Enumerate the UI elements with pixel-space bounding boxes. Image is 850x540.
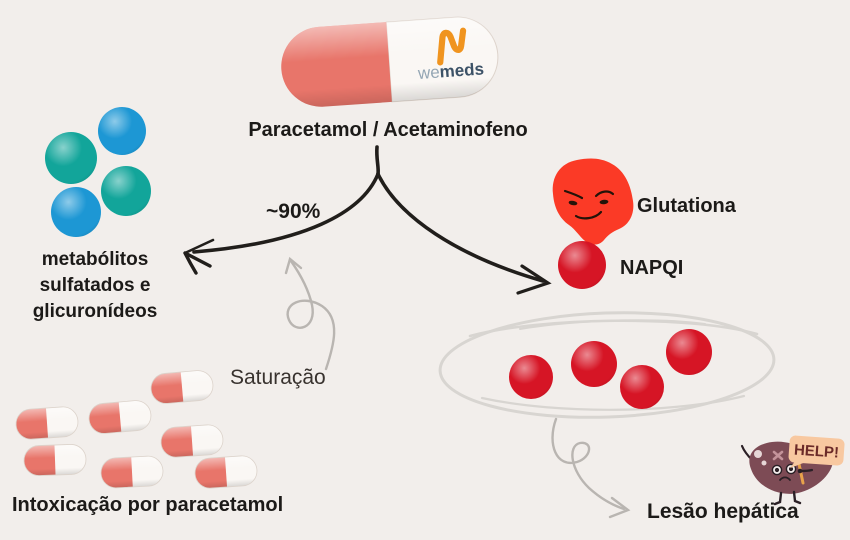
pill-5 bbox=[23, 444, 87, 476]
arrow-left-branch bbox=[192, 172, 380, 254]
blob-angry-face bbox=[563, 189, 615, 220]
spiral-curve bbox=[286, 259, 336, 371]
napqi-label: NAPQI bbox=[620, 257, 684, 279]
arrow-stem bbox=[374, 145, 381, 176]
arrow-left-head bbox=[183, 238, 215, 255]
spiral-arrowhead bbox=[284, 256, 303, 275]
liver-sad-mouth bbox=[779, 476, 791, 481]
red-sphere-2-shine bbox=[571, 341, 617, 387]
napqi-ball-shine bbox=[558, 241, 606, 289]
pill-2 bbox=[15, 406, 79, 440]
pill-3 bbox=[88, 400, 152, 434]
pill-6 bbox=[100, 455, 164, 489]
napqi-sphere bbox=[558, 241, 606, 289]
liver-x-scar bbox=[772, 450, 784, 461]
glutathione-label: Glutationa bbox=[637, 195, 736, 217]
blob-right-brow bbox=[594, 190, 615, 198]
arrow-right-branch bbox=[376, 172, 545, 283]
liver-legs bbox=[773, 490, 802, 506]
liver-injury-curly-arrow bbox=[551, 417, 631, 519]
help-sign-text: HELP! bbox=[793, 441, 839, 461]
arrow-right-head bbox=[516, 264, 552, 295]
blob-right-eye bbox=[599, 199, 609, 205]
liver-injury-label: Lesão hepática bbox=[647, 500, 799, 523]
liver-right-arm bbox=[799, 468, 814, 473]
napqi-accumulation-ellipse bbox=[438, 311, 776, 419]
accumulated-napqi-spheres bbox=[509, 329, 712, 409]
pill-1 bbox=[150, 370, 214, 404]
curly-arrowhead bbox=[608, 496, 631, 519]
ellipse-top-stroke-2 bbox=[519, 319, 706, 330]
ellipse-bottom-stroke bbox=[480, 394, 746, 411]
red-sphere-1-shine bbox=[509, 355, 553, 399]
metabolites-line-1: metabólitos bbox=[41, 249, 149, 270]
red-sphere-3-shine bbox=[620, 365, 664, 409]
blob-left-brow bbox=[563, 189, 584, 200]
help-sign: HELP! bbox=[788, 435, 845, 469]
intoxication-label: Intoxicação por paracetamol bbox=[12, 494, 284, 516]
liver-spot bbox=[754, 450, 762, 458]
blob-body bbox=[552, 158, 634, 245]
red-sphere-4-shine bbox=[666, 329, 712, 375]
teal-sphere-2-shine bbox=[101, 166, 151, 216]
pill-7 bbox=[194, 455, 258, 489]
blue-sphere-shine bbox=[98, 107, 146, 155]
wemeds-logo-text: wemeds bbox=[416, 59, 484, 83]
saturation-label: Saturação bbox=[230, 366, 326, 389]
blob-left-eye bbox=[568, 200, 578, 206]
curly-curve bbox=[551, 417, 626, 511]
wemeds-logo-icon bbox=[437, 27, 467, 66]
branching-arrows bbox=[183, 145, 552, 295]
metabolites-line-3: glicuronídeos bbox=[32, 301, 158, 322]
metabolite-spheres bbox=[45, 107, 151, 237]
pill-4 bbox=[160, 424, 224, 458]
paracetamol-title: Paracetamol / Acetaminofeno bbox=[248, 119, 528, 141]
liver-character: HELP! bbox=[740, 435, 845, 506]
liver-spot-2 bbox=[761, 460, 767, 466]
paracetamol-capsule: wemeds bbox=[281, 16, 499, 107]
help-sign-pole bbox=[797, 462, 805, 485]
blob-frown bbox=[574, 210, 603, 220]
teal-sphere-shine bbox=[45, 132, 97, 184]
glutathione-blob bbox=[552, 158, 634, 245]
metabolites-label: metabólitos sulfatados e glicuronídeos bbox=[10, 247, 180, 325]
saturation-spiral-arrow bbox=[284, 256, 336, 371]
liver-hand bbox=[797, 468, 803, 474]
blue-sphere-2-shine bbox=[51, 187, 101, 237]
percent-label: ~90% bbox=[266, 200, 321, 223]
metabolites-line-2: sulfatados e bbox=[39, 275, 151, 296]
arrow-left-head-lower bbox=[183, 251, 212, 275]
intoxication-pills bbox=[15, 370, 258, 489]
